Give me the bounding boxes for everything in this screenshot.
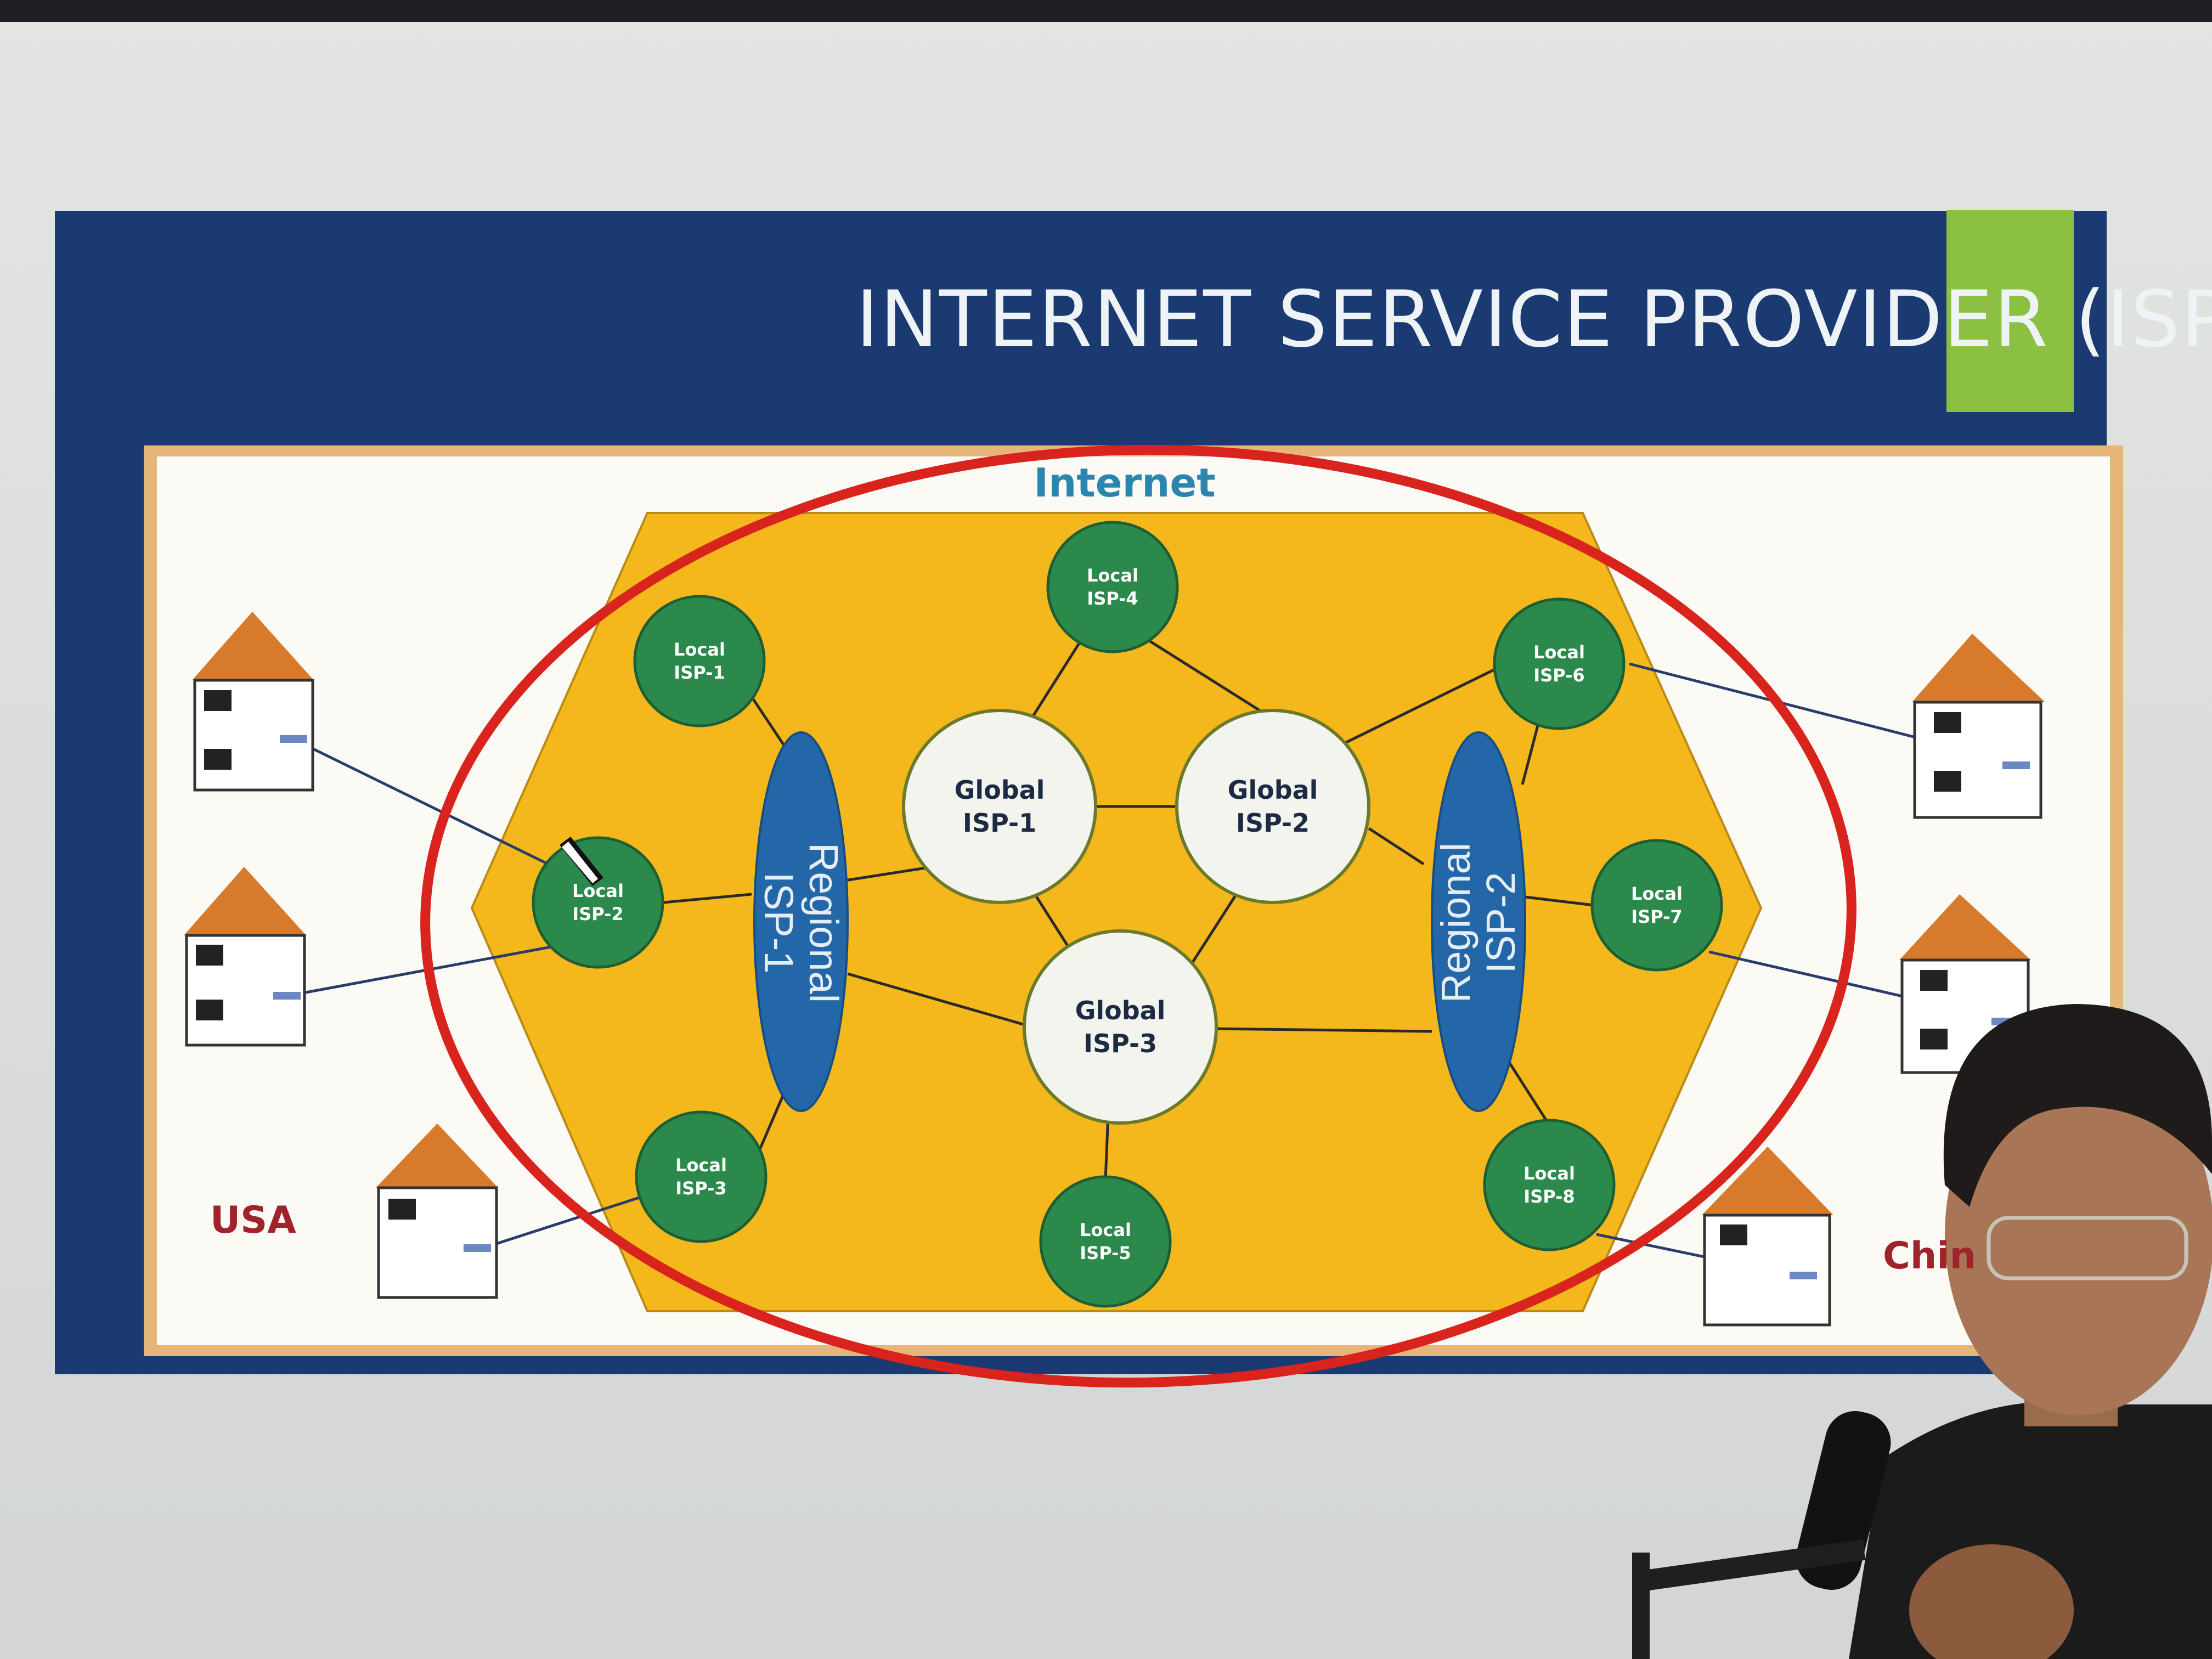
global-isp-1-label: Global ISP-1 (954, 775, 1045, 838)
local-isp-6-label: Local ISP-6 (1533, 642, 1585, 686)
title-accent-block (1946, 210, 2074, 412)
network-links (663, 635, 1594, 1180)
link-global1-isp4 (1030, 635, 1085, 720)
local-isp-7-label: Local ISP-7 (1631, 883, 1683, 927)
house-roof (376, 1124, 498, 1188)
computer-icon (1934, 712, 1961, 733)
computer-icon (204, 749, 232, 770)
top-dark-strip (0, 0, 2212, 22)
house-usa-3 (376, 1124, 498, 1299)
global-isp-2-label: Global ISP-2 (1227, 775, 1318, 838)
modem-icon (2002, 761, 2030, 769)
presenter-hand (1909, 1544, 2074, 1659)
local-isp-8-label: Local ISP-8 (1523, 1163, 1575, 1207)
local-isp-8-node (1483, 1119, 1616, 1251)
house-roof (192, 612, 314, 680)
region-label-usa: USA (210, 1199, 296, 1242)
link-global2-global3 (1189, 888, 1242, 967)
computer-icon (1920, 970, 1948, 991)
region-label-china: Chin (1883, 1234, 1977, 1278)
pen-cursor-icon (560, 837, 603, 886)
presenter-hair (1943, 1004, 2212, 1207)
microphone-icon (1796, 1411, 1891, 1590)
regional-isp-1-label: Regional ISP-1 (756, 842, 847, 1003)
link-usa-house3-isp3 (482, 1192, 653, 1250)
global-isp-1-node (902, 709, 1097, 904)
house-roof (184, 867, 306, 935)
computer-icon (196, 1000, 223, 1020)
link-global3-regional2 (1212, 1027, 1432, 1033)
link-global1-global3 (1030, 888, 1071, 950)
link-regional1-global3 (847, 972, 1029, 1028)
local-isp-4-label: Local ISP-4 (1087, 565, 1138, 609)
modem-icon (1790, 1272, 1817, 1279)
computer-icon (1920, 1029, 1948, 1049)
mic-stand-pole (1632, 1553, 1650, 1659)
local-isp-7-node (1590, 839, 1723, 972)
regional-isp-2-label: Regional ISP-2 (1433, 842, 1523, 1003)
link-usa-house2-isp2 (287, 945, 555, 997)
computer-icon (1934, 771, 1961, 792)
house-usa-2 (184, 867, 306, 1047)
local-isp-nodes (532, 521, 1723, 1308)
eyeglasses-icon (1987, 1216, 2188, 1280)
link-isp4-global2 (1146, 637, 1274, 720)
local-isp-2-label: Local ISP-2 (572, 881, 624, 924)
house-roof (1912, 634, 2045, 702)
house-usa-1 (192, 612, 314, 792)
computer-icon (196, 945, 223, 966)
global-isp-3-label: Global ISP-3 (1075, 996, 1166, 1058)
house-roof (1899, 894, 2031, 960)
modem-icon (464, 1244, 491, 1252)
house-body (1703, 1214, 1831, 1327)
link-isp3-regional1 (758, 1094, 785, 1150)
computer-icon (204, 690, 232, 711)
global-isp-3-node (1023, 929, 1218, 1125)
highlight-ellipse (420, 444, 1857, 1388)
house-body (185, 934, 306, 1047)
link-isp6-regional2 (1521, 721, 1541, 785)
local-isp-5-label: Local ISP-5 (1080, 1220, 1131, 1263)
link-global2-regional2 (1368, 827, 1425, 866)
mic-stand (1634, 1539, 1866, 1593)
local-isp-3-label: Local ISP-3 (675, 1155, 727, 1199)
link-global3-isp5 (1104, 1113, 1110, 1180)
regional-isp-2-node (1431, 731, 1526, 1112)
computer-icon (388, 1199, 416, 1220)
house-china-1 (1912, 634, 2045, 819)
modem-icon (280, 735, 307, 743)
presenter-face (1945, 1053, 2212, 1415)
link-regional1-global1 (844, 865, 933, 882)
link-isp2-regional1 (663, 893, 752, 904)
modem-icon (273, 992, 301, 1000)
regional-isp-1-node (753, 731, 849, 1112)
global-isp-2-node (1175, 709, 1370, 904)
link-usa-house1-isp2 (290, 736, 577, 879)
local-isp-5-node (1039, 1175, 1172, 1308)
computer-icon (1720, 1224, 1747, 1245)
house-roof (1702, 1147, 1833, 1215)
local-isp-2-node (532, 836, 664, 969)
house-body (1913, 701, 2042, 819)
local-isp-1-label: Local ISP-1 (674, 639, 725, 683)
local-isp-6-node (1493, 597, 1626, 730)
house-china-2 (1899, 894, 2031, 1074)
internet-hexagon (470, 512, 1763, 1312)
slide-title: INTERNET SERVICE PROVIDER (ISP) (856, 274, 2212, 365)
local-isp-3-node (635, 1110, 768, 1243)
house-china-3 (1702, 1147, 1833, 1327)
local-isp-4-node (1046, 521, 1179, 653)
local-isp-1-node (633, 595, 766, 727)
link-regional2-isp8 (1507, 1060, 1554, 1131)
internet-label: Internet (1034, 460, 1216, 506)
presenter-overlay (1632, 1004, 2212, 1659)
link-global2-isp6 (1343, 665, 1502, 745)
link-regional2-isp7 (1525, 895, 1594, 907)
link-isp1-regional1 (750, 696, 786, 747)
